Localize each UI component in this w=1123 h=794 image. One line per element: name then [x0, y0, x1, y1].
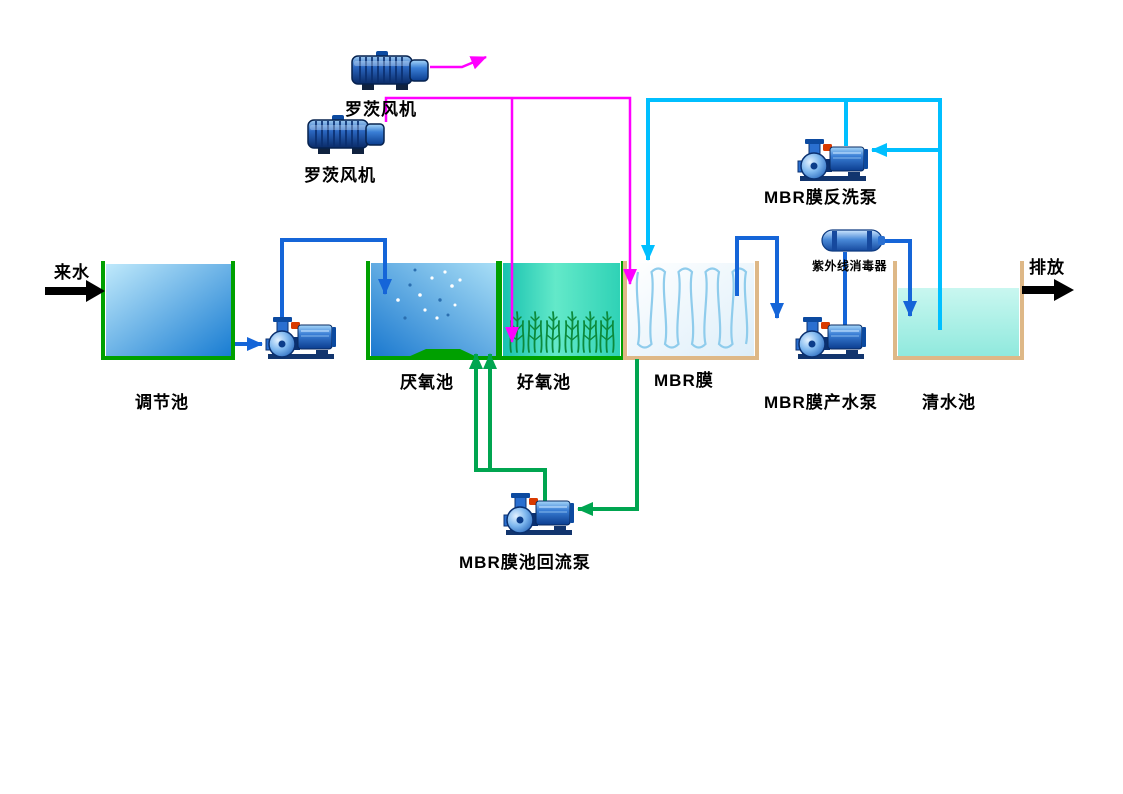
backwash-pipe-main: [641, 98, 942, 330]
label-mbr-backwash-pump: MBR膜反洗泵: [764, 188, 878, 207]
backwash-pipes: [641, 98, 942, 330]
mbr-product-pump: [795, 316, 867, 360]
uv-sterilizer: [821, 229, 885, 252]
aeration-pipes: [384, 55, 637, 343]
recirculation-suction-pipe: [577, 359, 639, 516]
feed-pump: [265, 316, 337, 360]
outflow-arrow: [1022, 279, 1074, 301]
aeration-pipe-to-mbr: [384, 96, 637, 285]
anaerobic-bottom-mound: [408, 349, 477, 357]
permeate-pipe-to-clean-tank: [884, 239, 917, 317]
roots-blower-top: [351, 50, 429, 91]
regulating-tank: [101, 261, 235, 360]
label-mbr-product-pump: MBR膜产水泵: [764, 393, 878, 412]
anaerobic-tank: [366, 261, 500, 360]
feed-pipe-to-anaerobic: [280, 238, 392, 320]
recirculation-pipes: [469, 353, 639, 516]
label-anaerobic-tank: 厌氧池: [400, 373, 454, 392]
membrane-coil: [635, 267, 749, 349]
mbr-return-pump: [503, 492, 575, 536]
label-roots-blower-top: 罗茨风机: [345, 100, 417, 119]
clean-water-tank: [893, 261, 1024, 360]
label-aerobic-tank: 好氧池: [517, 373, 571, 392]
label-discharge: 排放: [1029, 258, 1065, 277]
aeration-pipe-top-blower: [430, 55, 487, 70]
label-mbr-membrane: MBR膜: [654, 371, 714, 390]
permeate-pipe-to-pump: [735, 236, 784, 319]
blue-pipes: [235, 236, 917, 351]
roots-blower-bottom: [307, 114, 385, 155]
label-inflow: 来水: [54, 263, 90, 282]
mbr-membrane-tank: [623, 261, 759, 360]
label-mbr-return-pump: MBR膜池回流泵: [459, 553, 591, 572]
label-roots-blower-bottom: 罗茨风机: [304, 166, 376, 185]
mbr-backwash-pump: [797, 138, 869, 182]
label-regulating-tank: 调节池: [135, 393, 189, 412]
label-clean-water-tank: 清水池: [922, 393, 976, 412]
anaerobic-floc-specks: [396, 268, 462, 320]
aerobic-tank: [498, 261, 625, 360]
inflow-arrow: [45, 280, 105, 302]
recirculation-pipe-to-anaerobic: [469, 353, 547, 502]
label-uv-sterilizer: 紫外线消毒器: [812, 259, 888, 273]
